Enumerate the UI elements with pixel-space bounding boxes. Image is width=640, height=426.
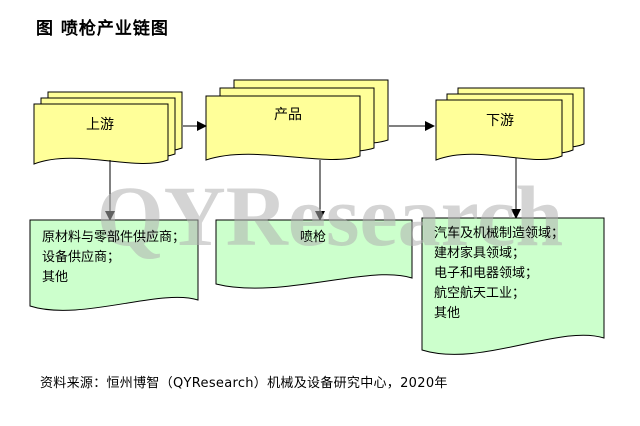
- downstream-items: 汽车及机械制造领域； 建材家具领域； 电子和电器领域； 航空航天工业； 其他: [434, 224, 564, 324]
- downstream-doc-box: [421, 217, 605, 355]
- downstream-stack: [435, 87, 585, 161]
- midstream-label: 产品: [274, 107, 302, 123]
- watermark: QYResearch: [97, 168, 564, 264]
- upstream-doc-box: [29, 219, 199, 311]
- page-title: 图 喷枪产业链图: [36, 19, 169, 39]
- midstream-items: 喷枪: [300, 228, 326, 248]
- list-item: 原材料与零部件供应商；: [42, 230, 186, 245]
- upstream-stack: [33, 91, 183, 165]
- midstream-stack: [205, 79, 389, 161]
- list-item: 汽车及机械制造领域；: [434, 226, 565, 241]
- list-item: 喷枪: [300, 230, 327, 245]
- list-item: 其他: [434, 306, 461, 321]
- list-item: 航空航天工业；: [434, 286, 526, 301]
- source-note: 资料来源：恒州博智（QYResearch）机械及设备研究中心，2020年: [40, 376, 448, 391]
- list-item: 建材家具领域；: [434, 246, 526, 261]
- downstream-label: 下游: [486, 113, 514, 129]
- midstream-doc-box: [215, 219, 413, 289]
- upstream-items: 原材料与零部件供应商； 设备供应商； 其他: [42, 228, 185, 288]
- list-item: 电子和电器领域；: [434, 266, 539, 281]
- upstream-label: 上游: [86, 117, 114, 133]
- list-item: 设备供应商；: [42, 250, 121, 265]
- list-item: 其他: [42, 270, 69, 285]
